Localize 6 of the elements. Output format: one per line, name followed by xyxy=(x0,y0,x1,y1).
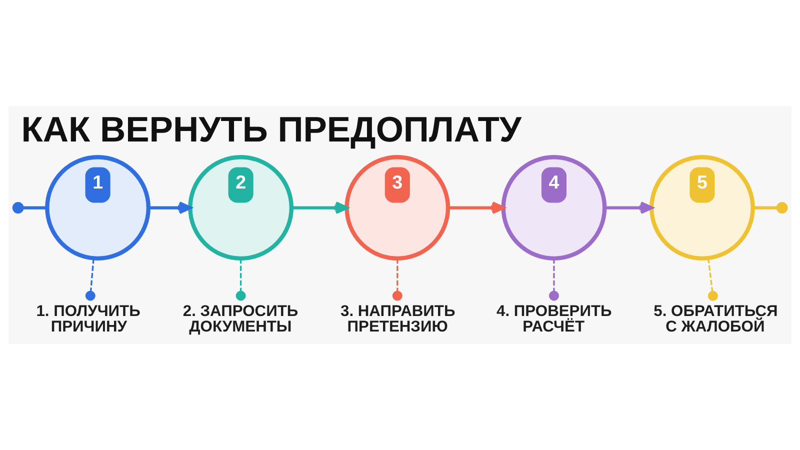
node-text: 5. ОБРАТИТЬСЯ С ЖАЛОБОЙ xyxy=(654,302,778,336)
diagram-title: КАК ВЕРНУТЬ ПРЕДОПЛАТУ xyxy=(21,110,522,150)
node-text: 2. ЗАПРОСИТЬ ДОКУМЕНТЫ xyxy=(182,302,298,336)
node-text: 3. НАПРАВИТЬ ПРЕТЕНЗИЮ xyxy=(340,302,456,336)
node-text: 1. ПОЛУЧИТЬ ПРИЧИНУ xyxy=(36,302,140,336)
node-text: 4. ПРОВЕРИТЬ РАСЧЁТ xyxy=(496,302,612,336)
